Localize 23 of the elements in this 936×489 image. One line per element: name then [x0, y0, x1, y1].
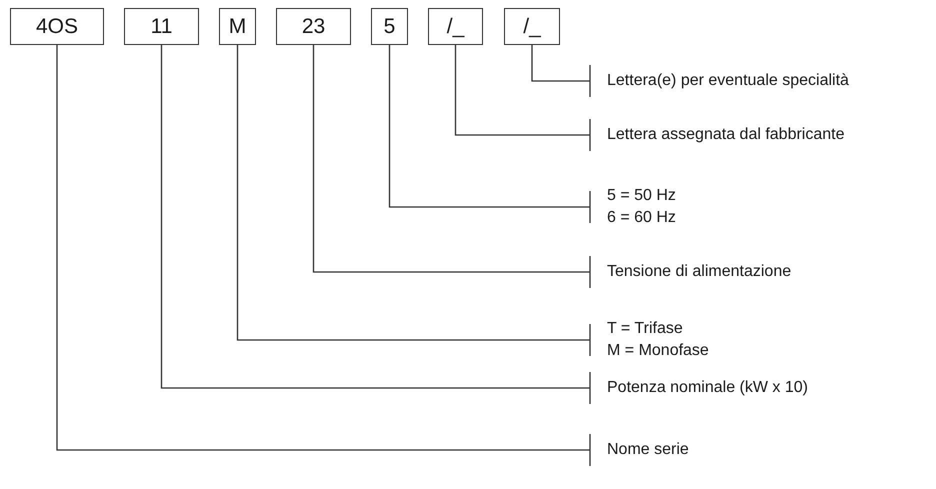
code-box: /_	[504, 8, 560, 45]
code-box: 11	[124, 8, 199, 45]
description-text: Potenza nominale (kW x 10)	[607, 378, 809, 398]
description-text: 5 = 50 Hz	[607, 186, 677, 206]
leader-line	[454, 45, 591, 152]
leader-line	[312, 45, 591, 289]
leader-line	[160, 45, 591, 405]
code-box: 4OS	[10, 8, 104, 45]
code-box: M	[219, 8, 256, 45]
description-text: Lettera(e) per eventuale specialità	[607, 71, 850, 91]
description-text: T = Trifase	[607, 319, 684, 339]
code-box: 23	[276, 8, 351, 45]
description-text: Lettera assegnata dal fabbricante	[607, 125, 846, 145]
code-box: /_	[428, 8, 483, 45]
leader-line	[56, 45, 591, 467]
description-text: 6 = 60 Hz	[607, 208, 677, 228]
leader-line	[388, 45, 591, 224]
leader-line	[236, 45, 591, 357]
leader-line	[531, 45, 591, 98]
description-text: M = Monofase	[607, 341, 710, 361]
description-text: Tensione di alimentazione	[607, 262, 792, 282]
description-text: Nome serie	[607, 440, 690, 460]
code-box: 5	[371, 8, 408, 45]
